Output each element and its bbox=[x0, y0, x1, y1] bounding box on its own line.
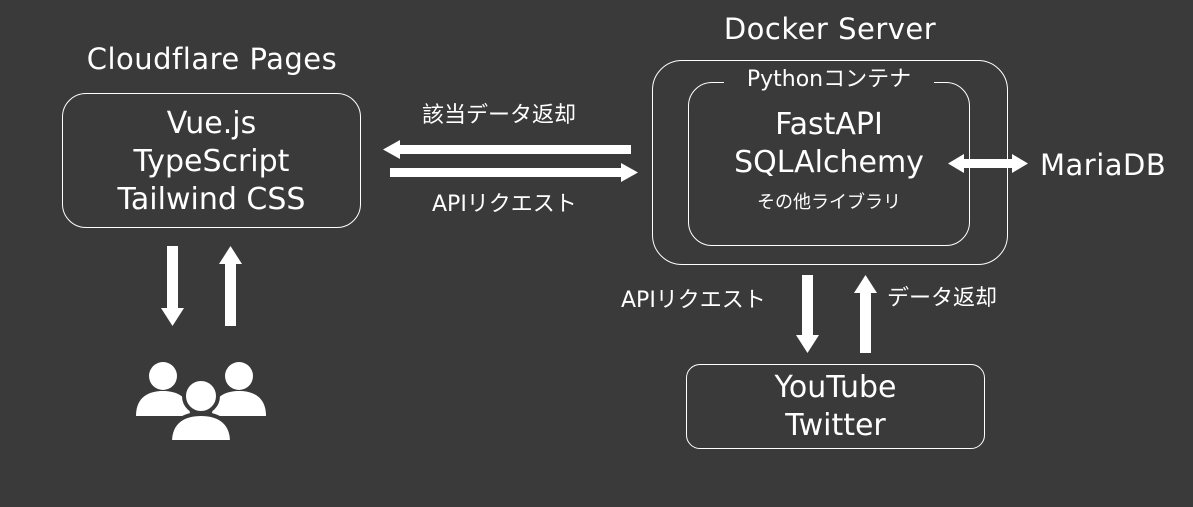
arrow-database-bidirectional bbox=[948, 154, 1028, 173]
external-line-twitter: Twitter bbox=[785, 408, 886, 443]
cloudflare-box: Vue.js TypeScript Tailwind CSS bbox=[62, 93, 361, 228]
arrow-backend-to-external bbox=[796, 275, 819, 353]
external-services-box: YouTube Twitter bbox=[686, 364, 985, 449]
docker-line-other-libraries: その他ライブラリ bbox=[757, 192, 901, 213]
docker-title: Docker Server bbox=[723, 12, 937, 46]
mariadb-label: MariaDB bbox=[1040, 148, 1167, 182]
arrow-request-to-backend bbox=[390, 163, 638, 182]
cloudflare-line-typescript: TypeScript bbox=[133, 144, 290, 179]
docker-line-sqlalchemy: SQLAlchemy bbox=[734, 145, 924, 180]
arrow-frontend-to-users bbox=[161, 246, 184, 326]
arrow-external-to-backend bbox=[854, 275, 877, 353]
cloudflare-line-vue: Vue.js bbox=[166, 106, 257, 141]
arrow-users-to-frontend bbox=[219, 246, 242, 326]
users-group-icon bbox=[136, 362, 266, 444]
arrow-response-to-frontend bbox=[383, 140, 631, 159]
label-request-top: APIリクエスト bbox=[432, 192, 577, 217]
cloudflare-line-tailwind: Tailwind CSS bbox=[117, 182, 306, 217]
python-container-label: Pythonコンテナ bbox=[724, 66, 934, 94]
cloudflare-title: Cloudflare Pages bbox=[86, 42, 338, 76]
label-request-bottom: APIリクエスト bbox=[621, 288, 766, 313]
docker-line-fastapi: FastAPI bbox=[775, 107, 883, 142]
label-response-top: 該当データ返却 bbox=[422, 103, 577, 128]
label-response-bottom: データ返却 bbox=[887, 286, 998, 311]
external-line-youtube: YouTube bbox=[774, 370, 897, 405]
